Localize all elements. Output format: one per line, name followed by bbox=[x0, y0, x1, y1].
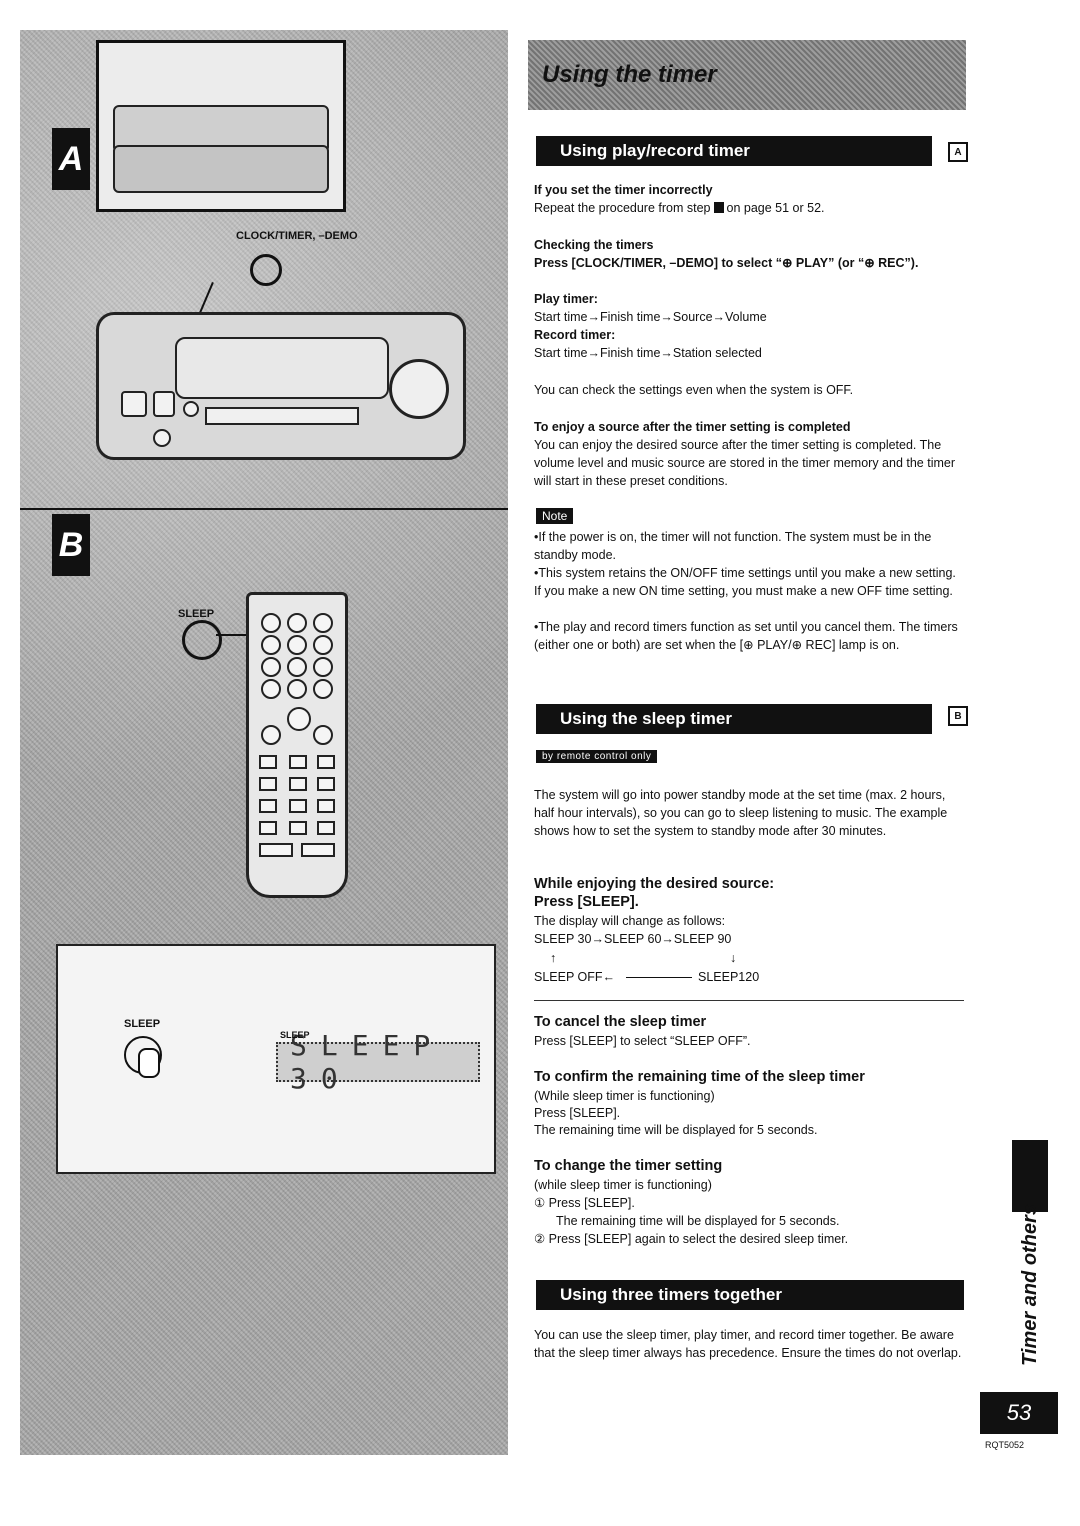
sleep-step-title: While enjoying the desired source: bbox=[534, 876, 775, 892]
sleep-cycle-off: SLEEP OFF← bbox=[534, 970, 616, 984]
section-heading-three: Using three timers together bbox=[536, 1280, 964, 1310]
change-title: To change the timer setting bbox=[534, 1158, 723, 1174]
play-timer-sequence: Start time→Finish time→Source→Volume bbox=[534, 310, 767, 324]
power-button bbox=[121, 391, 147, 417]
incorrect-body: Repeat the procedure from step on page 51… bbox=[534, 199, 825, 217]
clock-timer-label: CLOCK/TIMER, –DEMO bbox=[236, 230, 358, 242]
incorrect-title: If you set the timer incorrectly bbox=[534, 183, 713, 197]
section-tag-b: B bbox=[948, 706, 968, 726]
remote-only-badge: by remote control only bbox=[536, 750, 658, 763]
change-line: ① Press [SLEEP]. bbox=[534, 1196, 635, 1210]
sleep-step-action: Press [SLEEP]. bbox=[534, 894, 639, 910]
standby-button bbox=[153, 391, 175, 417]
display-change-note: The display will change as follows: bbox=[534, 914, 726, 928]
enjoy-title: To enjoy a source after the timer settin… bbox=[534, 420, 851, 434]
volume-knob bbox=[389, 359, 449, 419]
checking-instruction: Press [CLOCK/TIMER, –DEMO] to select “⊕ … bbox=[534, 256, 919, 270]
play-timer-label: Play timer: bbox=[534, 292, 598, 306]
figure-divider bbox=[20, 508, 508, 510]
change-line: The remaining time will be displayed for… bbox=[556, 1214, 840, 1228]
remote-sleep-label: SLEEP bbox=[178, 608, 215, 620]
sleep-example-panel: SLEEP SLEEP 30 SLEEP bbox=[56, 944, 496, 1174]
step-marker-icon bbox=[713, 202, 724, 213]
side-tab-label: Timer and others bbox=[1018, 1204, 1041, 1366]
note-badge: Note bbox=[536, 508, 574, 524]
sleep-cycle-top: SLEEP 30→SLEEP 60→SLEEP 90 bbox=[534, 932, 732, 946]
lcd-display: SLEEP 30 SLEEP bbox=[276, 1029, 480, 1095]
note-item: •If the power is on, the timer will not … bbox=[534, 530, 932, 562]
lcd-text: SLEEP 30 bbox=[276, 1029, 480, 1095]
change-line: ② Press [SLEEP] again to select the desi… bbox=[534, 1232, 849, 1246]
main-unit-thumb bbox=[113, 145, 329, 193]
record-timer-sequence: Start time→Finish time→Station selected bbox=[534, 346, 762, 360]
figure-b-tab: B bbox=[52, 514, 90, 576]
note-item: •The play and record timers function as … bbox=[534, 620, 958, 652]
enjoy-body: You can enjoy the desired source after t… bbox=[534, 438, 956, 488]
confirm-line: Press [SLEEP]. bbox=[534, 1106, 621, 1120]
callout-line-b bbox=[216, 634, 264, 636]
sleep-cycle-up-arrow: ↑ bbox=[550, 951, 557, 965]
remote-control bbox=[246, 592, 348, 898]
cancel-title: To cancel the sleep timer bbox=[534, 1014, 707, 1030]
headphone-jack bbox=[153, 429, 171, 447]
sleep-cycle-120: SLEEP120 bbox=[698, 970, 760, 984]
section-heading-play-record: Using play/record timer bbox=[536, 136, 932, 166]
three-timers-body: You can use the sleep timer, play timer,… bbox=[534, 1328, 962, 1360]
confirm-line: The remaining time will be displayed for… bbox=[534, 1123, 818, 1137]
confirm-title: To confirm the remaining time of the sle… bbox=[534, 1069, 865, 1085]
figure-a-tab: A bbox=[52, 128, 90, 190]
incorrect-after: on page 51 or 52. bbox=[726, 201, 825, 215]
checking-title: Checking the timers bbox=[534, 238, 654, 252]
clock-timer-button bbox=[183, 401, 199, 417]
off-note: You can check the settings even when the… bbox=[534, 383, 854, 397]
sleep-button-callout bbox=[182, 620, 222, 660]
sleep-intro: The system will go into power standby mo… bbox=[534, 788, 948, 838]
confirm-line: (While sleep timer is functioning) bbox=[534, 1089, 715, 1103]
hand-pressing-icon bbox=[124, 1036, 162, 1078]
section-heading-sleep: Using the sleep timer bbox=[536, 704, 932, 734]
note-item: •This system retains the ON/OFF time set… bbox=[534, 566, 956, 598]
change-line: (while sleep timer is functioning) bbox=[534, 1178, 712, 1192]
system-overview-inset bbox=[96, 40, 346, 212]
page-banner-title: Using the timer bbox=[528, 40, 966, 110]
cancel-body: Press [SLEEP] to select “SLEEP OFF”. bbox=[534, 1034, 751, 1048]
side-tab-marker bbox=[1012, 1140, 1048, 1212]
disc-tray bbox=[205, 407, 359, 425]
page-number: 53 bbox=[980, 1392, 1058, 1434]
lcd-sleep-indicator: SLEEP bbox=[280, 1030, 310, 1040]
record-timer-label: Record timer: bbox=[534, 328, 616, 342]
stereo-display-window bbox=[175, 337, 389, 399]
clock-timer-callout bbox=[250, 254, 282, 286]
section-divider bbox=[534, 1000, 964, 1001]
section-tag-a: A bbox=[948, 142, 968, 162]
incorrect-before: Repeat the procedure from step bbox=[534, 201, 711, 215]
cycle-arrow-line bbox=[626, 977, 692, 978]
model-code: RQT5052 bbox=[985, 1440, 1025, 1450]
sleep-cycle-down-arrow: ↓ bbox=[730, 951, 737, 965]
hand-sleep-label: SLEEP bbox=[124, 1018, 161, 1030]
stereo-front-panel bbox=[96, 312, 466, 460]
